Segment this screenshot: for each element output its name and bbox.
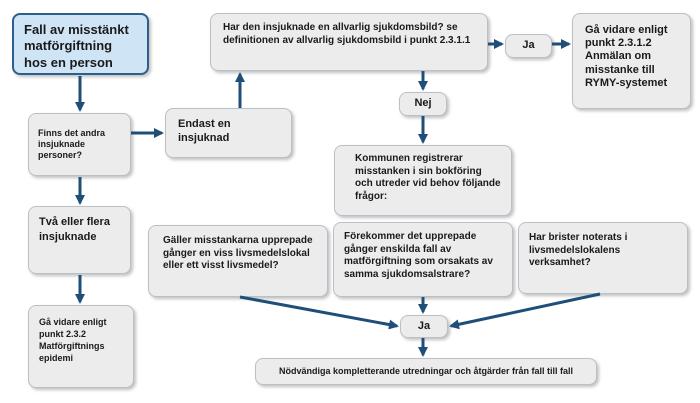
start-box: Fall av misstänkt matförgiftning hos en … <box>12 13 149 75</box>
only-one-text: Endast en insjuknad <box>178 118 231 144</box>
nej-box: Nej <box>399 92 447 116</box>
municipality-box: Kommunen registrerar misstanken i sin bo… <box>334 145 512 216</box>
q-repeated-text: Gäller misstankarna upprepade gånger en … <box>163 235 313 271</box>
final-text: Nödvändiga kompletterande utredningar oc… <box>278 365 574 376</box>
ja-top-box: Ja <box>505 34 552 58</box>
only-one-box: Endast en insjuknad <box>165 108 292 158</box>
others-sick-text: Finns det andra insjuknade personer? <box>38 127 106 161</box>
serious-box: Har den insjuknade en allvarlig sjukdoms… <box>210 13 488 71</box>
q-defects-text: Har brister noterats i livsmedelslokalen… <box>529 232 628 268</box>
q-single-cases-box: Förekommer det upprepade gånger enskilda… <box>333 222 513 297</box>
go-232-text: Gå vidare enligt punkt 2.3.2 Matförgiftn… <box>39 317 107 364</box>
municipality-text: Kommunen registrerar misstanken i sin bo… <box>355 153 501 202</box>
arrow-defects-to-ja <box>449 292 601 330</box>
two-or-more-text: Två eller flera insjuknade <box>39 216 110 243</box>
two-or-more-box: Två eller flera insjuknade <box>28 206 131 274</box>
start-text: Fall av misstänkt matförgiftning hos en … <box>24 22 129 70</box>
nej-text: Nej <box>414 97 432 110</box>
q-repeated-box: Gäller misstankarna upprepade gånger en … <box>148 225 328 297</box>
final-box: Nödvändiga kompletterande utredningar oc… <box>255 358 597 385</box>
ja-bottom-text: Ja <box>417 319 431 332</box>
q-defects-box: Har brister noterats i livsmedelslokalen… <box>518 222 688 294</box>
q-single-cases-text: Förekommer det upprepade gånger enskilda… <box>344 231 493 280</box>
go-2312-text: Gå vidare enligt punkt 2.3.1.2 Anmälan o… <box>585 24 668 89</box>
ja-bottom-box: Ja <box>400 315 448 338</box>
serious-text: Har den insjuknade en allvarlig sjukdoms… <box>223 22 471 46</box>
go-232-box: Gå vidare enligt punkt 2.3.2 Matförgiftn… <box>28 305 134 388</box>
arrow-repeated-to-ja <box>239 295 399 330</box>
go-2312-box: Gå vidare enligt punkt 2.3.1.2 Anmälan o… <box>572 13 691 109</box>
ja-top-text: Ja <box>522 39 535 52</box>
others-sick-box: Finns det andra insjuknade personer? <box>28 113 131 176</box>
